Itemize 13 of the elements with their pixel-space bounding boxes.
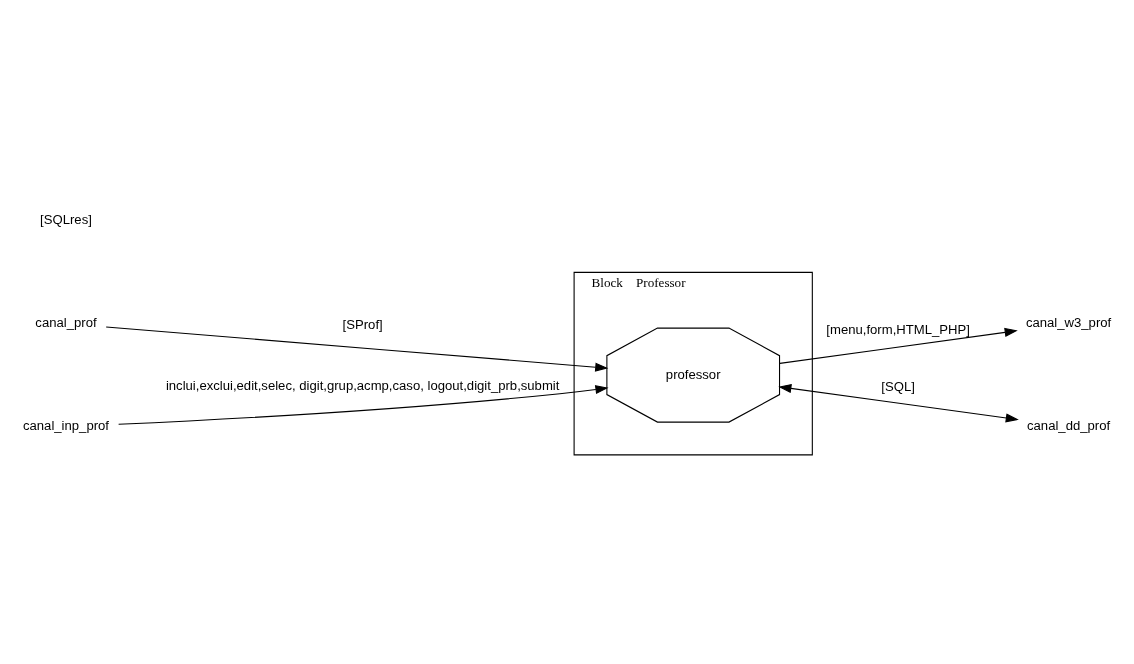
arrow — [105, 325, 609, 372]
edge-label: [menu,form,HTML_PHP] — [826, 321, 970, 337]
arrow — [118, 384, 609, 425]
arrow — [778, 383, 1019, 423]
edge-label: [SProf] — [342, 316, 383, 332]
node-text: canal_prof — [35, 314, 97, 330]
edge-label: [SQL] — [881, 378, 915, 394]
node-text: canal_inp_prof — [22, 417, 109, 433]
label: [SQLres] — [40, 211, 92, 227]
arrow — [779, 327, 1018, 364]
node-text: canal_dd_prof — [1027, 417, 1111, 433]
node-text: canal_w3_prof — [1025, 314, 1112, 330]
edge-label: inclui,exclui,edit,selec, digit,grup,acmp,caso, logout,digit_prb,submit — [165, 377, 560, 393]
